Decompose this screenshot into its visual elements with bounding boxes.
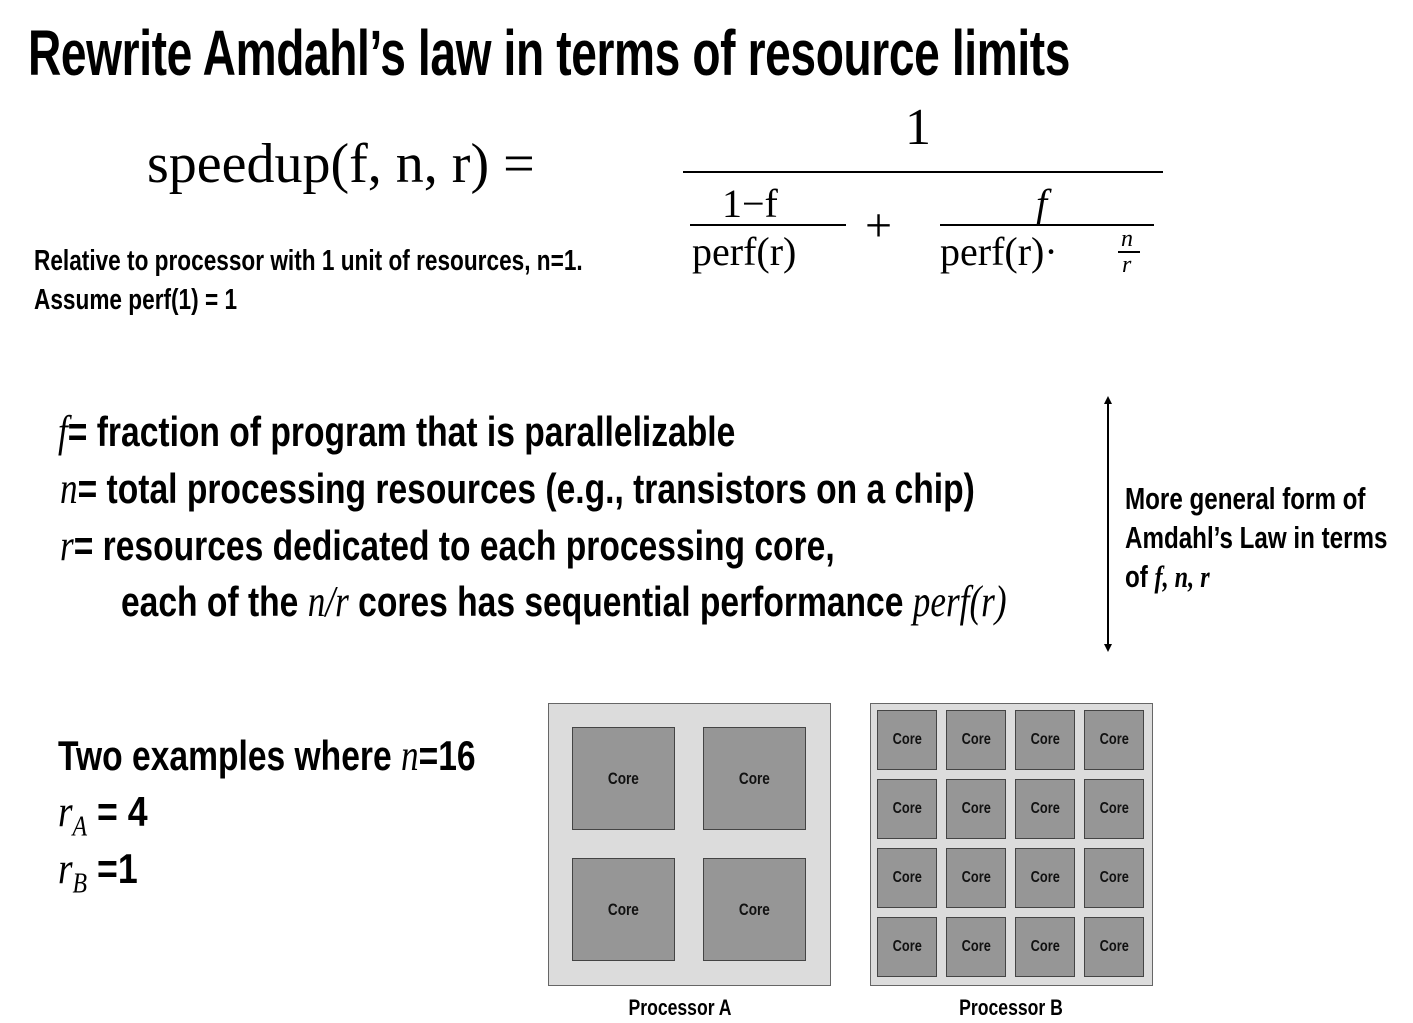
core-block: Core <box>946 710 1006 770</box>
rb-sub: B <box>72 868 88 900</box>
var-n: n <box>60 464 78 513</box>
core-block: Core <box>572 727 675 830</box>
side-note-vars: f, n, r <box>1154 559 1210 594</box>
core-label: Core <box>892 938 922 955</box>
core-label: Core <box>1030 731 1060 748</box>
var-perf-r: perf(r) <box>912 577 1007 626</box>
core-label: Core <box>1030 800 1060 817</box>
definition-n: n= total processing resources (e.g., tra… <box>60 463 975 514</box>
side-note-line3: of f, n, r <box>1125 557 1387 596</box>
core-block: Core <box>1015 779 1075 839</box>
note-relative: Relative to processor with 1 unit of res… <box>34 245 583 277</box>
main-fraction-bar <box>683 171 1163 173</box>
core-label: Core <box>738 899 770 919</box>
term2-denominator: perf(r)· <box>940 229 1058 274</box>
processor-b-label: Processor B <box>959 995 1063 1020</box>
definition-f-text: = fraction of program that is paralleliz… <box>67 408 736 455</box>
core-label: Core <box>961 869 991 886</box>
side-note-line1: More general form of <box>1125 481 1366 516</box>
core-label: Core <box>892 800 922 817</box>
term3-fraction-bar <box>1118 251 1140 253</box>
core-block: Core <box>572 858 675 961</box>
var-r: r <box>60 521 74 570</box>
core-label: Core <box>1099 938 1129 955</box>
side-note-line3-pre: of <box>1125 559 1155 594</box>
core-block: Core <box>877 848 937 908</box>
definition-r2-mid: cores has sequential performance <box>348 578 913 625</box>
core-label: Core <box>1099 869 1129 886</box>
term3-denominator: r <box>1122 252 1132 278</box>
term1-numerator: 1−f <box>722 181 778 226</box>
term1-denominator: perf(r) <box>692 229 797 274</box>
example-ra: rA = 4 <box>58 786 148 843</box>
core-label: Core <box>738 768 770 788</box>
example-rb: rB =1 <box>58 843 138 900</box>
term1-fraction-bar <box>690 224 846 226</box>
core-label: Core <box>961 800 991 817</box>
core-label: Core <box>961 731 991 748</box>
core-block: Core <box>1015 917 1075 977</box>
examples-title: Two examples where n=16 <box>58 730 476 781</box>
core-block: Core <box>1084 710 1144 770</box>
ra-value: = 4 <box>87 788 148 835</box>
note-assume: Assume perf(1) = 1 <box>34 284 238 316</box>
core-block: Core <box>1015 848 1075 908</box>
core-block: Core <box>1015 710 1075 770</box>
core-label: Core <box>607 899 639 919</box>
formula-lhs: speedup(f, n, r) = <box>147 133 535 195</box>
ra-var: r <box>58 787 73 836</box>
side-note-line2: Amdahl’s Law in terms <box>1125 520 1388 555</box>
core-label: Core <box>607 768 639 788</box>
core-block: Core <box>877 917 937 977</box>
examples-var-n: n <box>400 731 419 780</box>
core-label: Core <box>1099 800 1129 817</box>
definition-f: f= fraction of program that is paralleli… <box>58 406 735 457</box>
ra-sub: A <box>72 811 88 843</box>
examples-title-post: =16 <box>418 732 476 779</box>
rb-var: r <box>58 844 73 893</box>
core-block: Core <box>703 858 806 961</box>
double-arrow-icon <box>1104 396 1112 652</box>
core-block: Core <box>946 917 1006 977</box>
core-label: Core <box>1099 731 1129 748</box>
core-block: Core <box>703 727 806 830</box>
core-label: Core <box>892 731 922 748</box>
core-block: Core <box>946 848 1006 908</box>
core-label: Core <box>1030 869 1060 886</box>
rb-value: =1 <box>87 845 138 892</box>
definition-r2-pre: each of the <box>121 578 308 625</box>
definition-r-text: = resources dedicated to each processing… <box>73 522 835 569</box>
core-block: Core <box>946 779 1006 839</box>
side-note: More general form of Amdahl’s Law in ter… <box>1125 479 1387 596</box>
term2-numerator: f <box>1036 181 1048 226</box>
core-label: Core <box>961 938 991 955</box>
term3-numerator: n <box>1121 226 1133 252</box>
core-block: Core <box>1084 917 1144 977</box>
plus-sign: + <box>865 199 893 252</box>
definition-n-text: = total processing resources (e.g., tran… <box>77 465 975 512</box>
core-block: Core <box>877 710 937 770</box>
var-f: f <box>58 407 68 456</box>
definition-r: r= resources dedicated to each processin… <box>60 520 835 571</box>
core-block: Core <box>1084 779 1144 839</box>
page-title: Rewrite Amdahl’s law in terms of resourc… <box>28 17 1071 89</box>
core-label: Core <box>1030 938 1060 955</box>
core-block: Core <box>877 779 937 839</box>
examples-title-pre: Two examples where <box>58 732 401 779</box>
formula-numerator: 1 <box>905 99 931 156</box>
core-block: Core <box>1084 848 1144 908</box>
processor-a-label: Processor A <box>628 995 732 1020</box>
var-n-over-r: n/r <box>307 577 349 626</box>
term2-fraction-bar <box>940 224 1154 226</box>
definition-r-continued: each of the n/r cores has sequential per… <box>121 576 1007 627</box>
core-label: Core <box>892 869 922 886</box>
